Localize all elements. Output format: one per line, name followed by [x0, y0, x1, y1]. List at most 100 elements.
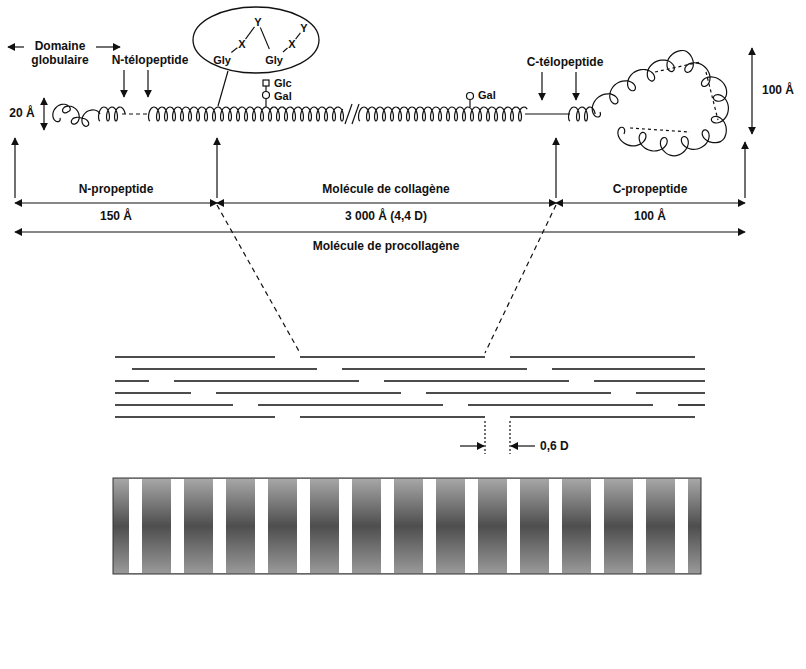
gap-zone — [675, 479, 688, 573]
dimension-arrows — [15, 231, 745, 232]
zoom-lines — [485, 205, 556, 353]
zoom-tail — [218, 71, 228, 106]
collagen-molecule — [174, 380, 359, 382]
collagen-molecule — [115, 404, 233, 406]
region-label: N-propeptide — [79, 182, 154, 196]
gap-zone — [381, 479, 394, 573]
helix — [99, 107, 126, 121]
peptide-bond — [231, 48, 237, 53]
glycosylation — [469, 100, 470, 108]
region-label: C-propeptide — [613, 182, 688, 196]
peptide-bond — [260, 28, 269, 49]
collagen-molecule — [300, 356, 485, 358]
region-label: Molécule de procollagène — [313, 239, 460, 253]
sequence-ellipse: GlyXYGlyXY — [192, 6, 320, 74]
region-label: Domaine globulaire — [24, 39, 96, 67]
residue-label: X — [238, 38, 245, 51]
collagen-molecule — [426, 392, 611, 394]
region-label: C-télopeptide — [527, 55, 604, 69]
gap-zone — [255, 479, 268, 573]
helix — [569, 107, 596, 121]
collagen-molecule — [636, 392, 705, 394]
ellipse-outline — [193, 7, 319, 73]
telopeptide — [525, 113, 570, 114]
pointer-arrows — [96, 46, 120, 47]
sugar-label: Gal — [478, 88, 496, 102]
period-marker — [509, 421, 510, 454]
region-label: Molécule de collagène — [322, 182, 449, 196]
gap-zone — [549, 479, 562, 573]
dimension-label: 100 Å — [762, 83, 794, 97]
dimension-arrows — [556, 202, 745, 203]
sugar-label: Gal — [274, 89, 292, 103]
disulfide-link — [706, 72, 718, 120]
collagen-molecule — [115, 380, 149, 382]
banded-fibril — [113, 478, 701, 574]
dimension-arrows — [744, 142, 745, 198]
zoom-lines — [217, 205, 300, 353]
dimension-arrows — [217, 202, 556, 203]
dimension-arrows — [15, 202, 217, 203]
residue-label: Gly — [265, 54, 283, 67]
collagen-molecule — [300, 416, 485, 418]
residue-label: X — [288, 38, 295, 51]
residue-label: Gly — [213, 54, 231, 67]
region-label: N-télopeptide — [112, 53, 189, 67]
collagen-molecule — [342, 368, 527, 370]
dimension-label: 100 Å — [634, 209, 666, 223]
disulfide-link — [630, 128, 690, 132]
pointer-arrows — [147, 70, 148, 97]
dimension-arrows — [216, 138, 217, 198]
gap-zone — [507, 479, 520, 573]
pointer-arrows — [575, 72, 576, 100]
gap-zone — [171, 479, 184, 573]
telopeptide — [122, 113, 150, 114]
peptide-bond — [283, 48, 288, 52]
pointer-arrows — [541, 72, 542, 100]
pointer-arrows — [123, 70, 124, 97]
gap-zone — [213, 479, 226, 573]
residue-label: Y — [254, 16, 261, 29]
break-mark — [352, 104, 359, 124]
pointer-arrows — [8, 46, 24, 47]
collagen-molecule — [552, 368, 705, 370]
dimension-label: 3 000 Å (4,4 D) — [345, 209, 427, 223]
globular-domain — [53, 104, 100, 126]
collagen-molecule — [216, 392, 401, 394]
period-marker — [484, 421, 485, 454]
period-marker — [511, 445, 535, 446]
helix — [359, 107, 528, 121]
collagen-molecule — [115, 356, 275, 358]
gap-zone — [633, 479, 646, 573]
collagen-molecule — [258, 404, 443, 406]
globular-domain — [592, 50, 728, 155]
glycosylation — [263, 80, 269, 86]
staggered-molecules — [115, 357, 705, 417]
collagen-molecule — [132, 368, 317, 370]
dimension-arrows — [15, 48, 752, 232]
sugar-label: Glc — [274, 76, 292, 90]
residue-label: Y — [300, 22, 307, 35]
collagen-molecule — [594, 380, 705, 382]
gap-zone — [465, 479, 478, 573]
dimension-arrows — [43, 98, 44, 130]
triple-helix — [53, 50, 729, 155]
peptide-bond — [246, 27, 255, 39]
gap-zone — [339, 479, 352, 573]
gap-zone — [591, 479, 604, 573]
collagen-molecule — [510, 416, 695, 418]
gap-zone — [129, 479, 142, 573]
disulfide-link — [655, 62, 700, 72]
period-marker — [460, 421, 535, 454]
glycosylation — [263, 80, 474, 107]
zoom-lines — [217, 205, 556, 353]
collagen-molecule — [468, 404, 653, 406]
helix — [149, 107, 344, 121]
gap-zone — [297, 479, 310, 573]
period-marker — [460, 445, 484, 446]
fibril-band — [113, 478, 701, 574]
peptide-bond — [296, 33, 301, 39]
gap-zone — [423, 479, 436, 573]
